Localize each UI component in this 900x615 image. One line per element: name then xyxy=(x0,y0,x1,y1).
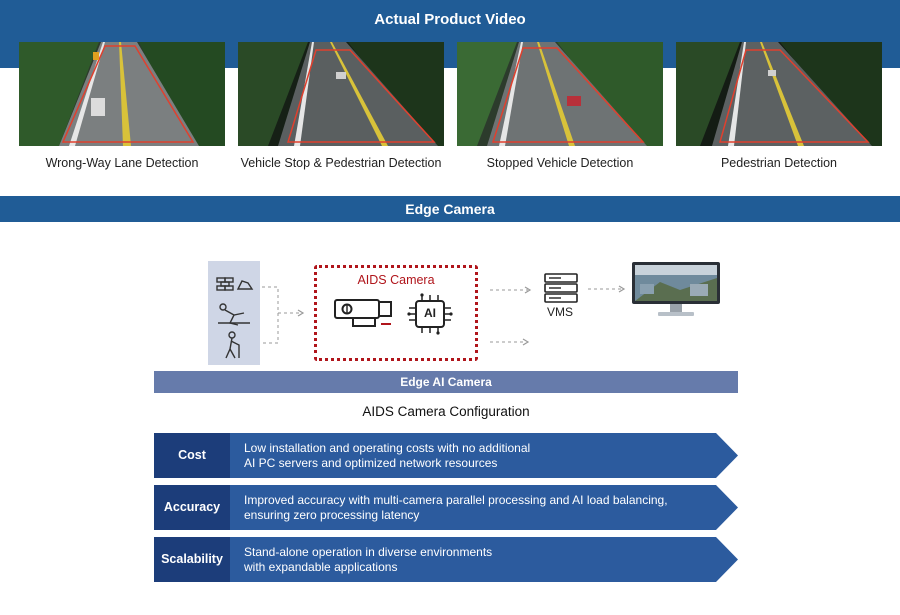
feature-row-cost: Cost Low installation and operating cost… xyxy=(154,433,738,478)
cctv-camera-icon xyxy=(334,299,392,327)
feature-label-accuracy: Accuracy xyxy=(154,485,230,530)
video-thumbnail-vehicle-stop-pedestrian[interactable] xyxy=(238,42,444,146)
edge-camera-header-band xyxy=(0,196,900,222)
ai-chip-label: AI xyxy=(424,306,436,320)
elderly-person-icon xyxy=(225,331,240,359)
feature-text-cost: Low installation and operating costs wit… xyxy=(244,441,704,471)
config-title: AIDS Camera Configuration xyxy=(362,404,530,419)
feature-row-scalability: Scalability Stand-alone operation in div… xyxy=(154,537,738,582)
edge-ai-camera-bar: Edge AI Camera xyxy=(154,371,738,393)
video-caption-wrong-way: Wrong-Way Lane Detection xyxy=(45,156,199,170)
feature-label-scalability: Scalability xyxy=(154,537,230,582)
video-section-title: Actual Product Video xyxy=(374,11,526,28)
feature-label-cost: Cost xyxy=(154,433,230,478)
feature-text-line: Improved accuracy with multi-camera para… xyxy=(244,493,668,507)
video-thumbnail-stopped-vehicle[interactable] xyxy=(457,42,663,146)
video-caption-pedestrian: Pedestrian Detection xyxy=(720,156,838,170)
feature-arrow-shape xyxy=(154,485,738,530)
feature-arrow-shape xyxy=(154,433,738,478)
feature-text-scalability: Stand-alone operation in diverse environ… xyxy=(244,545,704,575)
video-thumbnail-pedestrian[interactable] xyxy=(676,42,882,146)
feature-text-line: Low installation and operating costs wit… xyxy=(244,441,531,455)
aids-camera-box: AIDS Camera AI xyxy=(314,265,478,361)
feature-text-line: AI PC servers and optimized network reso… xyxy=(244,456,498,470)
vms-server-icon xyxy=(544,273,578,303)
feature-text-accuracy: Improved accuracy with multi-camera para… xyxy=(244,493,704,523)
video-caption-stopped-vehicle: Stopped Vehicle Detection xyxy=(486,156,634,170)
event-icons-panel xyxy=(208,261,260,365)
vms-label: VMS xyxy=(546,305,573,319)
monitor-icon xyxy=(632,262,720,316)
falling-rock-icon xyxy=(216,277,254,291)
ai-chip-icon xyxy=(407,293,453,335)
feature-row-accuracy: Accuracy Improved accuracy with multi-ca… xyxy=(154,485,738,530)
feature-text-line: with expandable applications xyxy=(244,560,398,574)
event-to-camera-connector xyxy=(262,286,305,344)
edge-camera-title: Edge Camera xyxy=(405,201,495,217)
vms-to-monitor-arrow xyxy=(588,285,626,293)
feature-arrow-shape xyxy=(154,537,738,582)
fallen-person-icon xyxy=(218,303,250,326)
video-thumbnail-wrong-way[interactable] xyxy=(19,42,225,146)
camera-output-arrows xyxy=(490,286,532,346)
video-caption-vehicle-stop-pedestrian: Vehicle Stop & Pedestrian Detection xyxy=(240,156,442,170)
feature-text-line: Stand-alone operation in diverse environ… xyxy=(244,545,493,559)
aids-camera-label: AIDS Camera xyxy=(357,273,435,287)
feature-text-line: ensuring zero processing latency xyxy=(244,508,420,522)
